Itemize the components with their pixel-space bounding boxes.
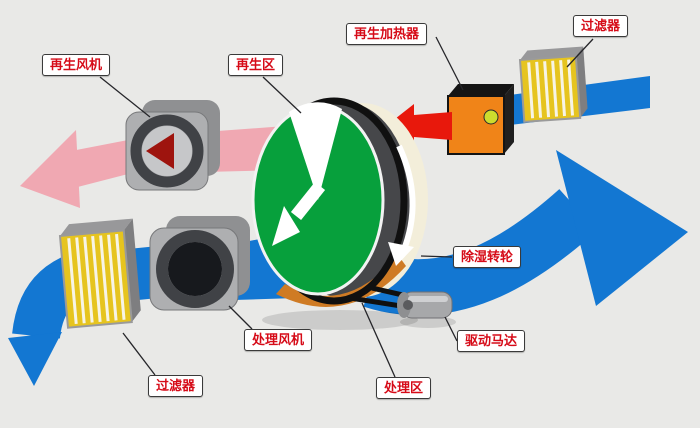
filter-stripe [75,237,86,324]
callout-line-regen-zone [262,76,302,114]
fan-inlet-hole [168,242,222,296]
label-motor: 驱动马达 [457,330,526,352]
filter-side-face [123,218,141,323]
filter-top-face [60,218,133,236]
filter-stripe [99,235,110,322]
label-wheel: 除湿转轮 [453,246,522,268]
filter-stripe [67,238,78,325]
outlet-ribbon [363,189,597,316]
motor-shadow [400,316,456,328]
filter-stripe [551,60,559,117]
process-air-outlet-arrow [363,150,688,316]
filter-side-face [575,46,588,118]
heater-side-face [504,84,514,154]
rim-rotation-arrow [396,144,416,254]
heater-body [447,95,505,155]
label-regen-heater: 再生加热器 [346,23,428,45]
filter-stripe [115,233,126,320]
callout-line-regen-heater [435,36,464,91]
regen-exhaust-arrowhead-icon [20,130,80,208]
inlet-arrowhead-icon [8,332,62,386]
heater-indicator-light [483,109,499,125]
callout-line-wheel [420,255,453,258]
label-filter-top: 过滤器 [573,15,629,37]
callout-lines [99,36,594,378]
regen-filter [518,46,588,123]
outlet-arrowhead-icon [556,150,688,306]
label-filter-bottom: 过滤器 [148,375,204,397]
motor-pulley [403,300,413,310]
filter-stripe [83,236,94,323]
regen-fan [125,100,220,191]
label-process-zone: 处理区 [376,377,432,399]
drive-motor [397,291,456,328]
label-regen-zone: 再生区 [228,54,284,76]
process-filter [58,218,141,329]
wheel-shadow [262,310,418,330]
label-process-fan: 处理风机 [244,329,313,351]
callout-line-motor [444,316,458,342]
process-fan [149,216,250,311]
regen-fan-flow-arrowhead-icon [146,133,174,169]
regen-heater [447,84,514,155]
fan-ring [156,230,234,308]
filter-stripe [527,62,535,119]
callout-line-process-fan [228,305,253,330]
label-regen-fan: 再生风机 [42,54,111,76]
rim-rotation-arrowhead-icon [388,242,414,266]
fan-ring [130,114,204,188]
filter-stripe [559,60,567,117]
heater-top-face [448,84,514,96]
filter-stripe [107,234,118,321]
regen-band-left [66,140,128,190]
wheel-regen-sector [289,102,342,200]
wheel-rotation-arrow-shaft [290,181,326,221]
callout-line-filter-top [566,38,594,68]
motor-highlight [408,296,448,302]
filter-stripe [535,61,543,118]
filter-stripe [543,61,551,118]
filter-stripe [567,59,574,116]
wheel-rotation-arrowhead-icon [272,206,300,246]
callout-line-filter-bottom [122,332,156,376]
regen-air-exhaust-arrow [20,126,286,208]
filter-stripe [91,236,102,322]
desiccant-wheel [251,97,428,330]
callout-line-regen-fan [99,76,151,118]
callout-line-process-zone [361,302,396,378]
